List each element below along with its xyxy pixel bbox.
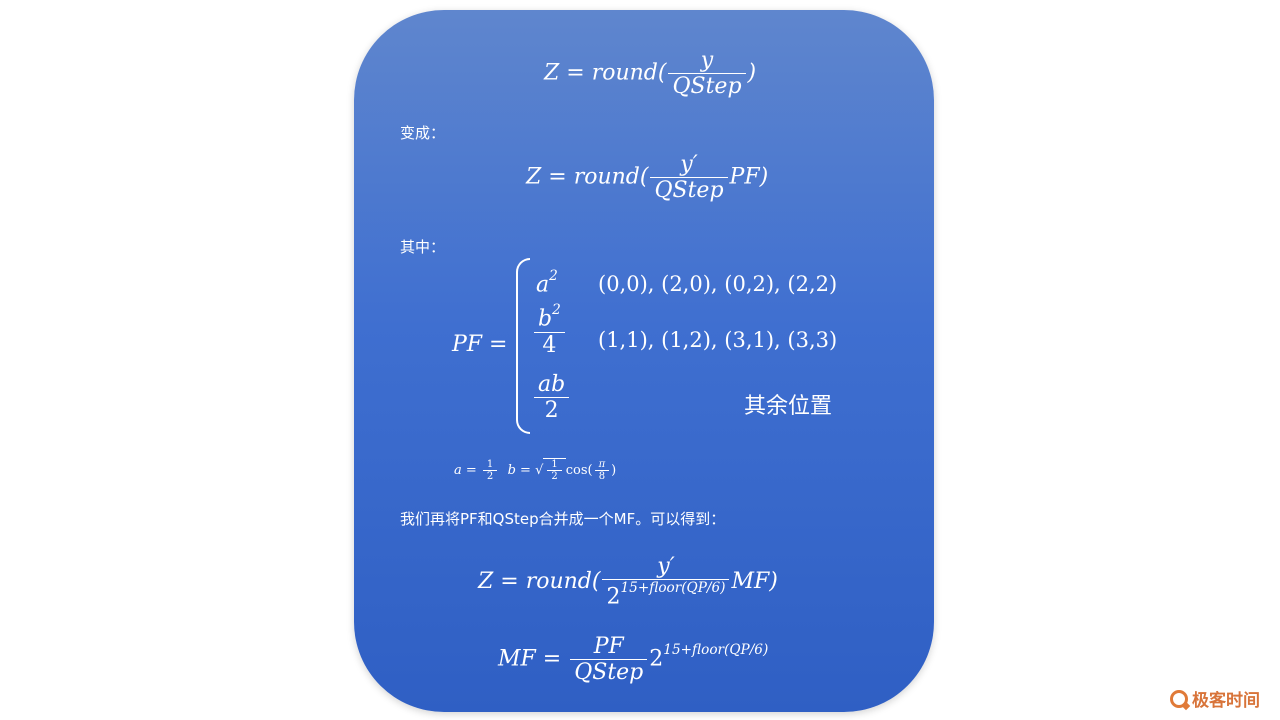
eq2-tail: PF) (729, 164, 769, 190)
eq1-lhs: Z = round( (544, 60, 667, 86)
pf-case3-condition: 其余位置 (744, 394, 833, 419)
label-where: 其中： (400, 238, 446, 256)
eq1-denominator: QStep (672, 74, 742, 99)
eq2-denominator: QStep (654, 178, 724, 203)
pf-case2-condition: (1,1), (1,2), (3,1), (3,3) (598, 328, 838, 352)
geektime-logo-icon (1170, 689, 1188, 708)
eq2-fraction: y′QStep (650, 152, 728, 203)
pf-case1-condition: (0,0), (2,0), (0,2), (2,2) (598, 272, 838, 296)
brand-logo-text: 极客时间 (1192, 691, 1260, 711)
label-change: 变成： (400, 124, 446, 142)
eq1-numerator: y (700, 48, 714, 73)
label-merge: 我们再将PF和QStep合并成一个MF。可以得到： (400, 510, 726, 528)
eq2-numerator: y′ (680, 152, 698, 177)
eq1-close: ) (747, 60, 757, 86)
eq2-lhs: Z = round( (526, 164, 649, 190)
pf-lhs: PF = (452, 332, 508, 357)
pf-case1-expr: a2 (536, 268, 558, 298)
equation-z-round-mf: Z = round(y′215+floor(QP/6)MF) (478, 554, 778, 610)
brand-logo: 极客时间 (1170, 686, 1260, 711)
pf-brace (516, 258, 530, 434)
